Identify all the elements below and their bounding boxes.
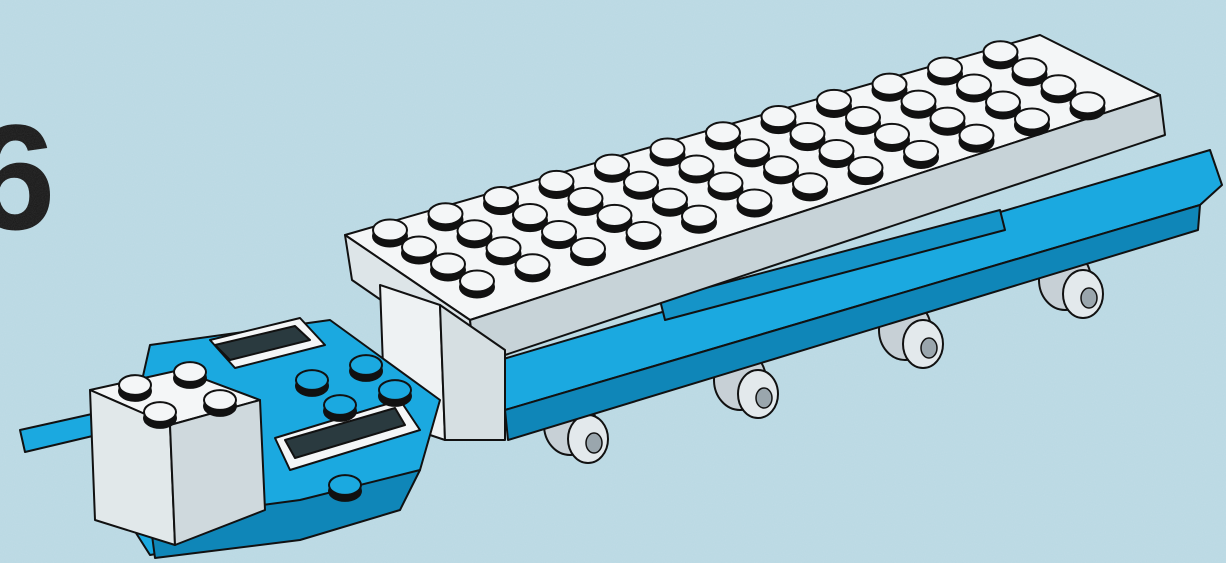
stud xyxy=(324,395,356,421)
stud xyxy=(928,57,962,84)
stud xyxy=(484,187,518,214)
stud xyxy=(793,173,827,200)
stud xyxy=(119,375,151,401)
stud xyxy=(1015,108,1049,135)
stud xyxy=(513,204,547,231)
stud xyxy=(846,107,880,134)
stud xyxy=(791,123,825,150)
stud xyxy=(144,402,176,428)
stud xyxy=(540,171,574,198)
stud xyxy=(902,91,936,118)
stud xyxy=(571,238,605,265)
stud xyxy=(709,172,743,199)
stud xyxy=(682,206,716,233)
stud xyxy=(350,355,382,381)
stud xyxy=(460,270,494,297)
stud xyxy=(875,124,909,151)
stud xyxy=(174,362,206,388)
stud xyxy=(849,157,883,184)
stud xyxy=(627,222,661,249)
stud xyxy=(738,189,772,216)
stud xyxy=(653,189,687,216)
stud xyxy=(458,220,492,247)
stud xyxy=(379,380,411,406)
stud xyxy=(487,237,521,264)
stud xyxy=(624,172,658,199)
stud xyxy=(817,90,851,117)
stud xyxy=(296,370,328,396)
stud xyxy=(595,155,629,182)
stud xyxy=(904,141,938,168)
stud xyxy=(764,156,798,183)
stud xyxy=(680,155,714,182)
stud xyxy=(706,122,740,149)
stud xyxy=(820,140,854,167)
stud xyxy=(960,125,994,152)
stud xyxy=(1071,92,1105,119)
stud xyxy=(402,236,436,263)
stud xyxy=(569,188,603,215)
stud xyxy=(735,139,769,166)
stud xyxy=(204,390,236,416)
stud xyxy=(1013,58,1047,85)
stud xyxy=(542,221,576,248)
stud xyxy=(984,41,1018,68)
stud xyxy=(329,475,361,501)
stud xyxy=(957,74,991,101)
stud xyxy=(373,219,407,246)
stud xyxy=(651,138,685,165)
stud xyxy=(431,253,465,280)
stud xyxy=(873,74,907,101)
stud xyxy=(931,108,965,135)
stud xyxy=(598,205,632,232)
stud xyxy=(429,203,463,230)
stud xyxy=(1042,75,1076,102)
stud xyxy=(986,91,1020,118)
stud xyxy=(762,106,796,133)
stud xyxy=(516,254,550,281)
